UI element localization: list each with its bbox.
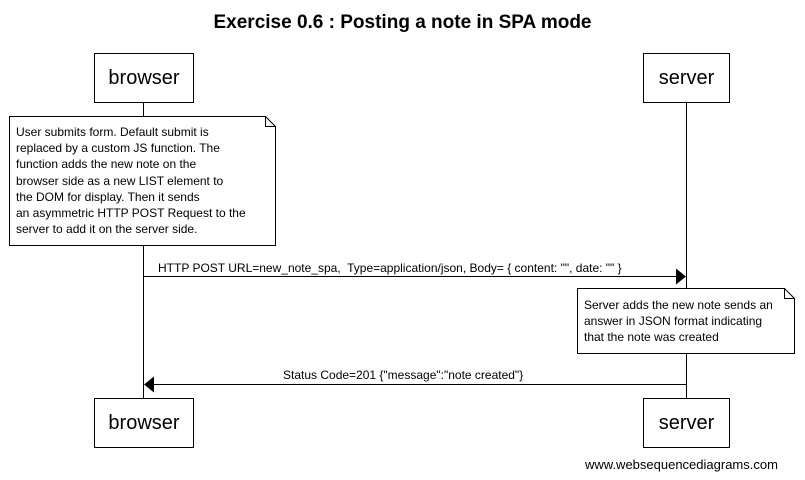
request-arrowhead [676,268,686,285]
footer-credit: www.websequencediagrams.com [585,457,778,472]
server-participant-top: server [643,53,730,103]
browser-participant-bottom: browser [94,398,194,448]
server-note: Server adds the new note sends an answer… [577,288,795,354]
browser-participant-top: browser [94,53,194,103]
browser-note: User submits form. Default submit is rep… [9,116,276,246]
browser-note-shape [9,116,276,246]
server-note-shape [577,288,795,354]
response-arrowhead [144,376,154,393]
browser-note-text: User submits form. Default submit is rep… [16,125,246,237]
server-note-text: Server adds the new note sends an answer… [584,298,773,345]
browser-lifeline [143,102,144,398]
server-lifeline [686,102,687,398]
diagram-title: Exercise 0.6 : Posting a note in SPA mod… [213,12,592,33]
request-message-label: HTTP POST URL=new_note_spa, Type=applica… [158,261,622,275]
response-message-label: Status Code=201 {"message":"note created… [283,368,524,382]
server-participant-bottom: server [643,398,730,448]
